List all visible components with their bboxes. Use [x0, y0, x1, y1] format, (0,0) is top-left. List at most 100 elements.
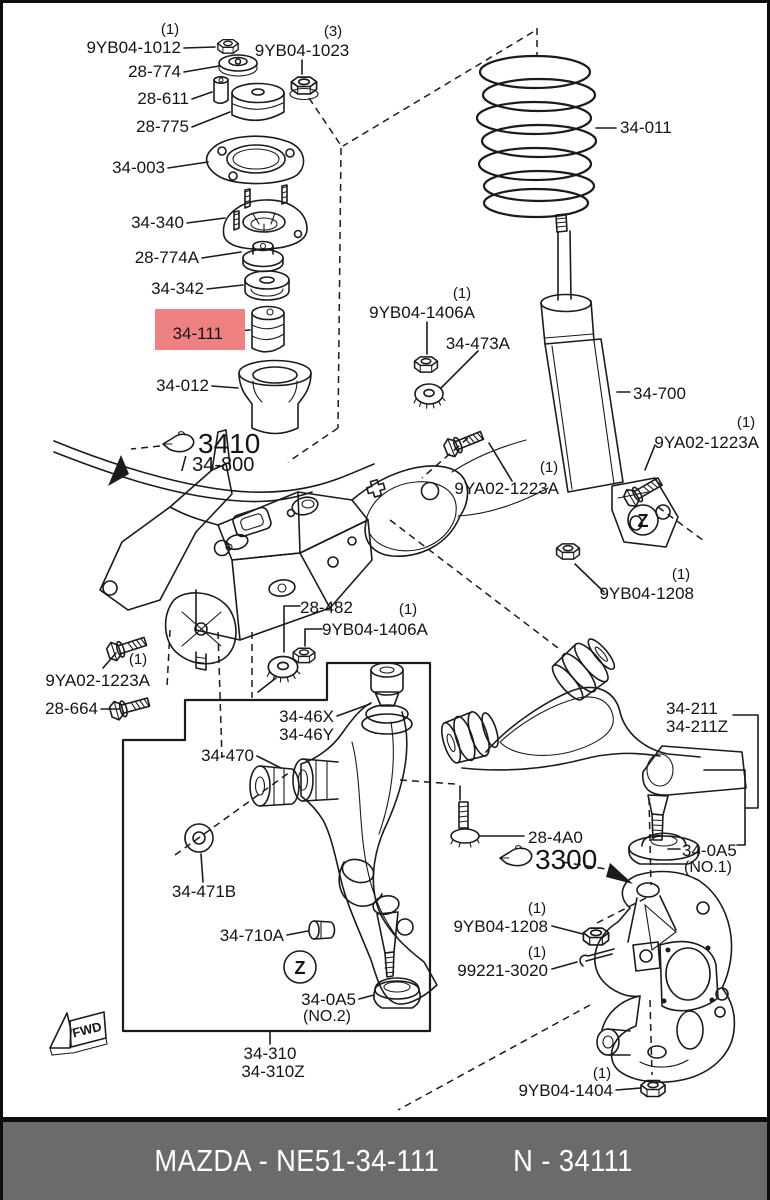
part-label-28-775: 28-775	[136, 117, 189, 136]
part-label-34-111-highlighted: 34-111	[173, 324, 223, 343]
qty-label: (1)	[528, 944, 546, 961]
part-label-34-0a5-no1: 34-0A5	[682, 841, 737, 860]
sleeve-28-611-icon	[213, 76, 229, 105]
part-label-9yb04-1012: 9YB04-1012	[86, 38, 181, 57]
hex-nut-icon	[217, 38, 239, 54]
part-label-34-700: 34-700	[633, 384, 686, 403]
qty-label: (3)	[324, 23, 342, 40]
part-sub-label-no2: (NO.2)	[303, 1008, 351, 1025]
plate-34-003-icon	[205, 135, 305, 185]
pointer-arrow-icon	[108, 455, 129, 486]
detail-z-marker: Z	[283, 950, 317, 984]
part-label-34-340: 34-340	[131, 213, 184, 232]
part-label-9yb04-1208: 9YB04-1208	[599, 584, 694, 603]
fwd-label: FWD	[71, 1019, 103, 1041]
flange-nut-icon	[290, 76, 318, 95]
coil-spring-drawing	[475, 54, 598, 219]
bushing-28-775-icon	[231, 82, 285, 122]
bearing-28-774a-icon	[242, 240, 284, 273]
qty-label: (1)	[593, 1065, 611, 1082]
screw-28-4a0-icon	[450, 801, 480, 848]
shock-absorber-drawing	[540, 213, 679, 548]
construction-lines	[130, 28, 705, 1111]
steering-knuckle-drawing	[579, 870, 736, 1083]
lower-arm-box	[121, 661, 432, 1033]
parts-diagram: Z Z FWD (1) 9YB04-1012 (3) 9YB04-1023 28…	[45, 21, 760, 1111]
part-label-99221-3020: 99221-3020	[457, 961, 548, 980]
part-label-34-003: 34-003	[112, 158, 165, 177]
detail-z-letter: Z	[295, 958, 306, 978]
part-label-9yb04-1208: 9YB04-1208	[453, 917, 548, 936]
part-label-9yb04-1406a: 9YB04-1406A	[369, 303, 476, 322]
crossmember-drawing	[53, 429, 549, 671]
part-sub-label-no1: (NO.1)	[684, 859, 732, 876]
part-label-34-470: 34-470	[201, 746, 254, 765]
part-label-28-774: 28-774	[128, 62, 181, 81]
part-label-34-46y: 34-46Y	[279, 725, 334, 744]
detail-z-letter: Z	[638, 511, 649, 531]
see-figure-hand-icon	[162, 431, 195, 453]
upper-control-arm-drawing	[440, 638, 747, 865]
qty-label: (1)	[453, 285, 471, 302]
part-label-34-471b: 34-471B	[172, 882, 236, 901]
part-label-28-482: 28-482	[300, 598, 353, 617]
qty-label: (1)	[672, 566, 690, 583]
part-label-34-473a: 34-473A	[446, 334, 511, 353]
bushing-34-710a-icon	[308, 920, 336, 940]
hex-nut-icon	[292, 647, 316, 664]
qty-label: (1)	[540, 459, 558, 476]
footer-catalog-number: N - 34111	[512, 1143, 633, 1178]
part-label-28-611: 28-611	[137, 89, 189, 108]
part-label-28-774a: 28-774A	[135, 248, 200, 267]
part-label-9yb04-1404: 9YB04-1404	[518, 1081, 613, 1100]
part-label-34-211z: 34-211Z	[666, 717, 728, 736]
hex-nut-icon	[582, 927, 610, 946]
qty-label: (1)	[528, 900, 546, 917]
part-label-28-664: 28-664	[45, 699, 98, 718]
pointer-arrow-icon	[606, 863, 633, 884]
bushing-34-470-icon	[249, 765, 300, 807]
footer-bar: MAZDA - NE51-34-111 N - 34111	[3, 1122, 767, 1200]
boot-34-0a5-no1-icon	[628, 832, 700, 865]
detail-z-marker: Z	[627, 504, 659, 536]
part-labels: (1) 9YB04-1012 (3) 9YB04-1023 28-774 28-…	[45, 21, 760, 1100]
mount-34-340-icon	[222, 184, 308, 250]
serrated-washer-icon	[266, 655, 301, 683]
part-label-9yb04-1406a: 9YB04-1406A	[322, 620, 429, 639]
part-label-34-46x: 34-46X	[279, 707, 334, 726]
figure-ref-3410: 3410	[198, 428, 260, 459]
leader-lines	[100, 46, 759, 1091]
part-label-34-012: 34-012	[156, 376, 209, 395]
hex-bolt-icon	[107, 692, 152, 723]
washer-28-774-icon	[218, 54, 258, 77]
hex-bolt-icon	[620, 472, 666, 511]
fwd-arrow: FWD	[49, 1011, 108, 1056]
figure-ref-34-800: / 34-800	[181, 454, 254, 476]
lower-control-arm-drawing	[184, 662, 438, 1009]
bump-stop-34-111-icon	[251, 305, 285, 353]
part-label-34-310: 34-310	[244, 1044, 297, 1063]
highlighted-part-box	[155, 309, 245, 350]
part-label-9yb04-1023: 9YB04-1023	[255, 41, 350, 60]
qty-label: (1)	[399, 601, 417, 618]
part-label-9ya02-1223a: 9YA02-1223A	[454, 479, 559, 498]
part-label-34-0a5-no2: 34-0A5	[301, 990, 356, 1009]
footer-part-code: MAZDA - NE51-34-111	[154, 1143, 440, 1178]
qty-label: (1)	[161, 21, 179, 38]
see-figure-hand-icon	[499, 845, 533, 867]
part-label-34-211: 34-211	[666, 699, 718, 718]
qty-label: (1)	[129, 651, 147, 668]
part-label-34-342: 34-342	[151, 279, 204, 298]
qty-label: (1)	[737, 414, 755, 431]
boot-34-012-icon	[238, 359, 312, 435]
strut-mount-stack-drawing	[205, 38, 319, 435]
seat-34-342-icon	[244, 270, 290, 301]
part-label-34-310z: 34-310Z	[241, 1062, 304, 1081]
part-label-28-4a0: 28-4A0	[528, 828, 583, 847]
hex-nut-icon	[640, 1079, 666, 1098]
part-label-34-710a: 34-710A	[220, 926, 285, 945]
footer-separator	[3, 1117, 767, 1122]
hex-nut-icon	[555, 543, 581, 560]
part-label-9ya02-1223a: 9YA02-1223A	[45, 671, 150, 690]
part-label-34-011: 34-011	[620, 118, 672, 137]
